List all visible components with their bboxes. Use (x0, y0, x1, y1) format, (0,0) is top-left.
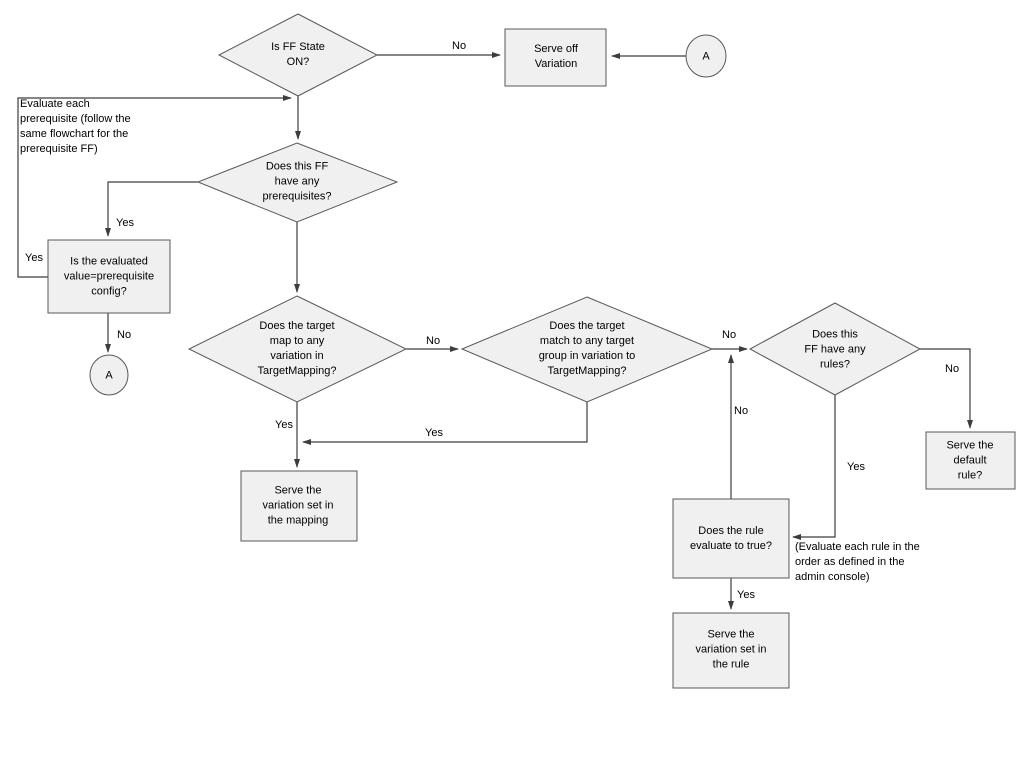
node-label-has-prerequisites: Does this FF have any prerequisites? (262, 160, 332, 203)
node-label-serve-default-rule: Serve the default rule? (946, 439, 994, 482)
edge-label-match-yes: Yes (425, 427, 443, 439)
edge-label-map-no: No (426, 335, 441, 347)
edge-prereq-loop (17, 95, 292, 278)
node-label-target-maps-to-variation: Does the target map to any variation in … (257, 320, 337, 377)
decision-has-prerequisites (196, 142, 399, 223)
edge-rules-no (920, 348, 973, 429)
process-serve-variation-in-rule (672, 612, 790, 689)
decision-target-matches-group (460, 296, 714, 403)
edge-label-ff-state-no: No (452, 40, 467, 52)
edge-label-map-yes: Yes (275, 419, 293, 431)
process-evaluated-value-eq-config (47, 239, 171, 314)
node-label-target-matches-group: Does the target match to any target grou… (538, 320, 636, 377)
connector-a-top (685, 34, 727, 78)
node-label-rule-evaluates-true: Does the rule evaluate to true? (690, 525, 772, 552)
edge-label-rules-no: No (945, 363, 960, 375)
node-label-is-ff-state-on: Is FF State ON? (271, 41, 325, 68)
process-serve-default-rule (925, 431, 1016, 490)
edge-rules-yes (792, 395, 836, 540)
edge-prereq-yes (105, 181, 198, 237)
edge-label-rule-eval-no: No (734, 405, 749, 417)
edge-label-rule-eval-yes: Yes (737, 589, 755, 601)
edge-label-match-no: No (722, 329, 737, 341)
edge-label-rules-yes: Yes (847, 461, 865, 473)
process-serve-off-variation (504, 28, 607, 87)
node-label-has-rules: Does this FF have any rules? (804, 328, 866, 371)
decision-has-rules (748, 302, 922, 396)
process-serve-variation-in-mapping (240, 470, 358, 542)
annotation-rule-order-note: (Evaluate each rule in the order as defi… (795, 541, 920, 583)
node-label-connector-a-left: A (105, 369, 113, 382)
node-label-evaluated-value-eq-config: Is the evaluated value=prerequisite conf… (63, 255, 155, 298)
edge-label-prereq-loop-yes: Yes (25, 252, 43, 264)
edge-label-evaluated-no: No (117, 329, 132, 341)
decision-target-maps-to-variation (187, 295, 408, 403)
connector-a-left (89, 354, 129, 396)
process-rule-evaluates-true (672, 498, 790, 579)
node-label-connector-a-top: A (702, 50, 710, 63)
edge-match-yes (302, 402, 588, 445)
annotation-prerequisite-note: Evaluate each prerequisite (follow the s… (20, 98, 131, 155)
node-label-serve-variation-in-mapping: Serve the variation set in the mapping (262, 484, 334, 527)
edge-label-prereq-yes: Yes (116, 217, 134, 229)
node-label-serve-off-variation: Serve off Variation (534, 43, 578, 70)
node-label-serve-variation-in-rule: Serve the variation set in the rule (695, 628, 767, 671)
decision-is-ff-state-on (217, 13, 379, 97)
